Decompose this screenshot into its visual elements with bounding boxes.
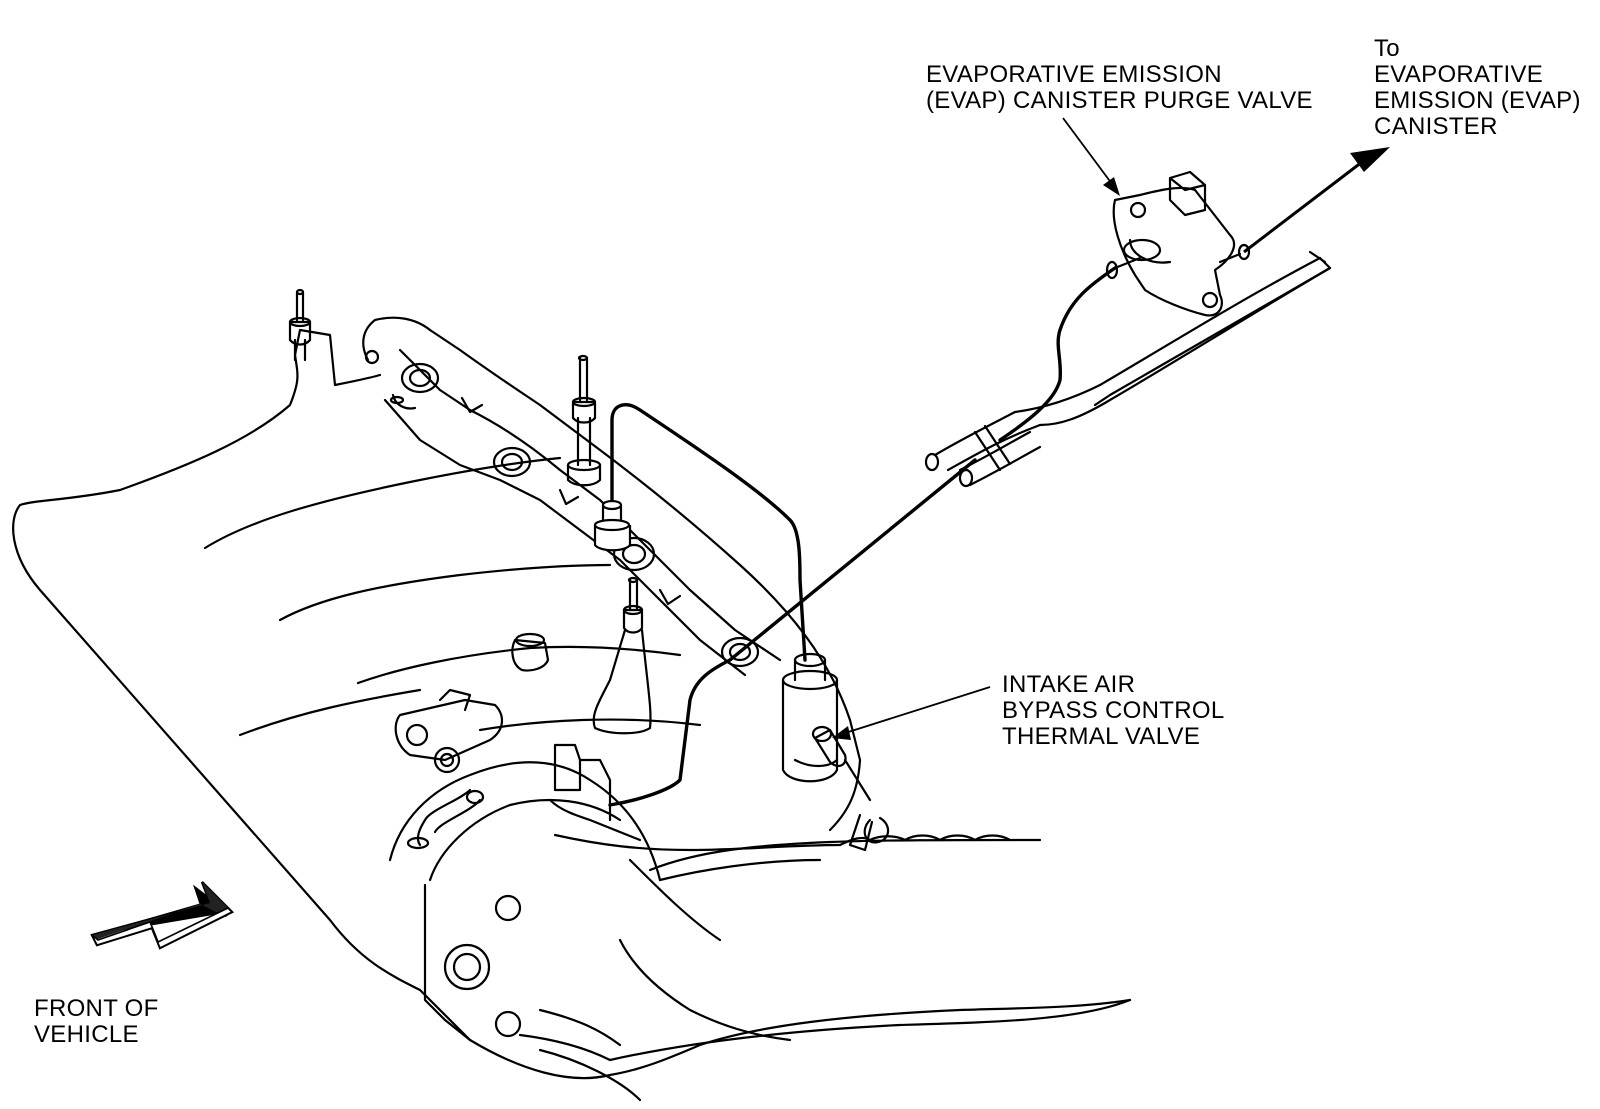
- evap-pipe-bracket: [924, 250, 1332, 488]
- thermal-valve-leader: [832, 686, 991, 740]
- throttle-body: [388, 743, 842, 1102]
- to-canister-label-line-2: EVAPORATIVE: [1374, 61, 1544, 88]
- front-of-vehicle-label: FRONT OF VEHICLE: [34, 996, 159, 1048]
- to-canister-label-line-3: EMISSION (EVAP): [1374, 87, 1581, 114]
- front-of-vehicle-label-line-1: FRONT OF: [34, 995, 159, 1022]
- bypass-valve-label-line-2: BYPASS CONTROL: [1002, 697, 1225, 724]
- bypass-valve-label-line-1: INTAKE AIR: [1002, 671, 1136, 698]
- bypass-valve-label-line-3: THERMAL VALVE: [1002, 723, 1201, 750]
- thermal-valve: [781, 652, 890, 852]
- purge-valve: [1105, 170, 1251, 317]
- small-fittings: [394, 632, 550, 850]
- intake-manifold-plenum: [12, 316, 1132, 1080]
- to-canister-arrow: [1243, 147, 1390, 254]
- purge-hoses: [608, 266, 1117, 807]
- bypass-valve-label: INTAKE AIR BYPASS CONTROL THERMAL VALVE: [1002, 672, 1224, 750]
- to-canister-label-line-1: To: [1374, 35, 1400, 62]
- hose-to-thermal-valve: [610, 403, 807, 662]
- purge-valve-label-line-1: EVAPORATIVE EMISSION: [926, 61, 1222, 88]
- purge-valve-label: EVAPORATIVE EMISSION (EVAP) CANISTER PUR…: [926, 62, 1313, 114]
- purge-valve-leader: [1062, 117, 1120, 196]
- front-of-vehicle-arrow-icon: [90, 881, 235, 950]
- front-of-vehicle-label-line-2: VEHICLE: [34, 1021, 139, 1048]
- injector-port-2: [492, 446, 532, 478]
- to-canister-label: To EVAPORATIVE EMISSION (EVAP) CANISTER: [1374, 36, 1581, 140]
- rail-nipple: [593, 499, 632, 552]
- injector-port-3: [612, 536, 656, 572]
- intake-duct: [518, 834, 1132, 1062]
- to-canister-label-line-4: CANISTER: [1374, 113, 1498, 140]
- injector-port-4: [720, 636, 760, 668]
- hose-to-purge-valve: [998, 266, 1117, 442]
- purge-valve-label-line-2: (EVAP) CANISTER PURGE VALVE: [926, 87, 1313, 114]
- injector-port-1: [400, 362, 440, 394]
- hose-to-evap-pipe: [608, 458, 977, 807]
- manifold-studs: [288, 288, 652, 735]
- throttle-port: [443, 943, 491, 991]
